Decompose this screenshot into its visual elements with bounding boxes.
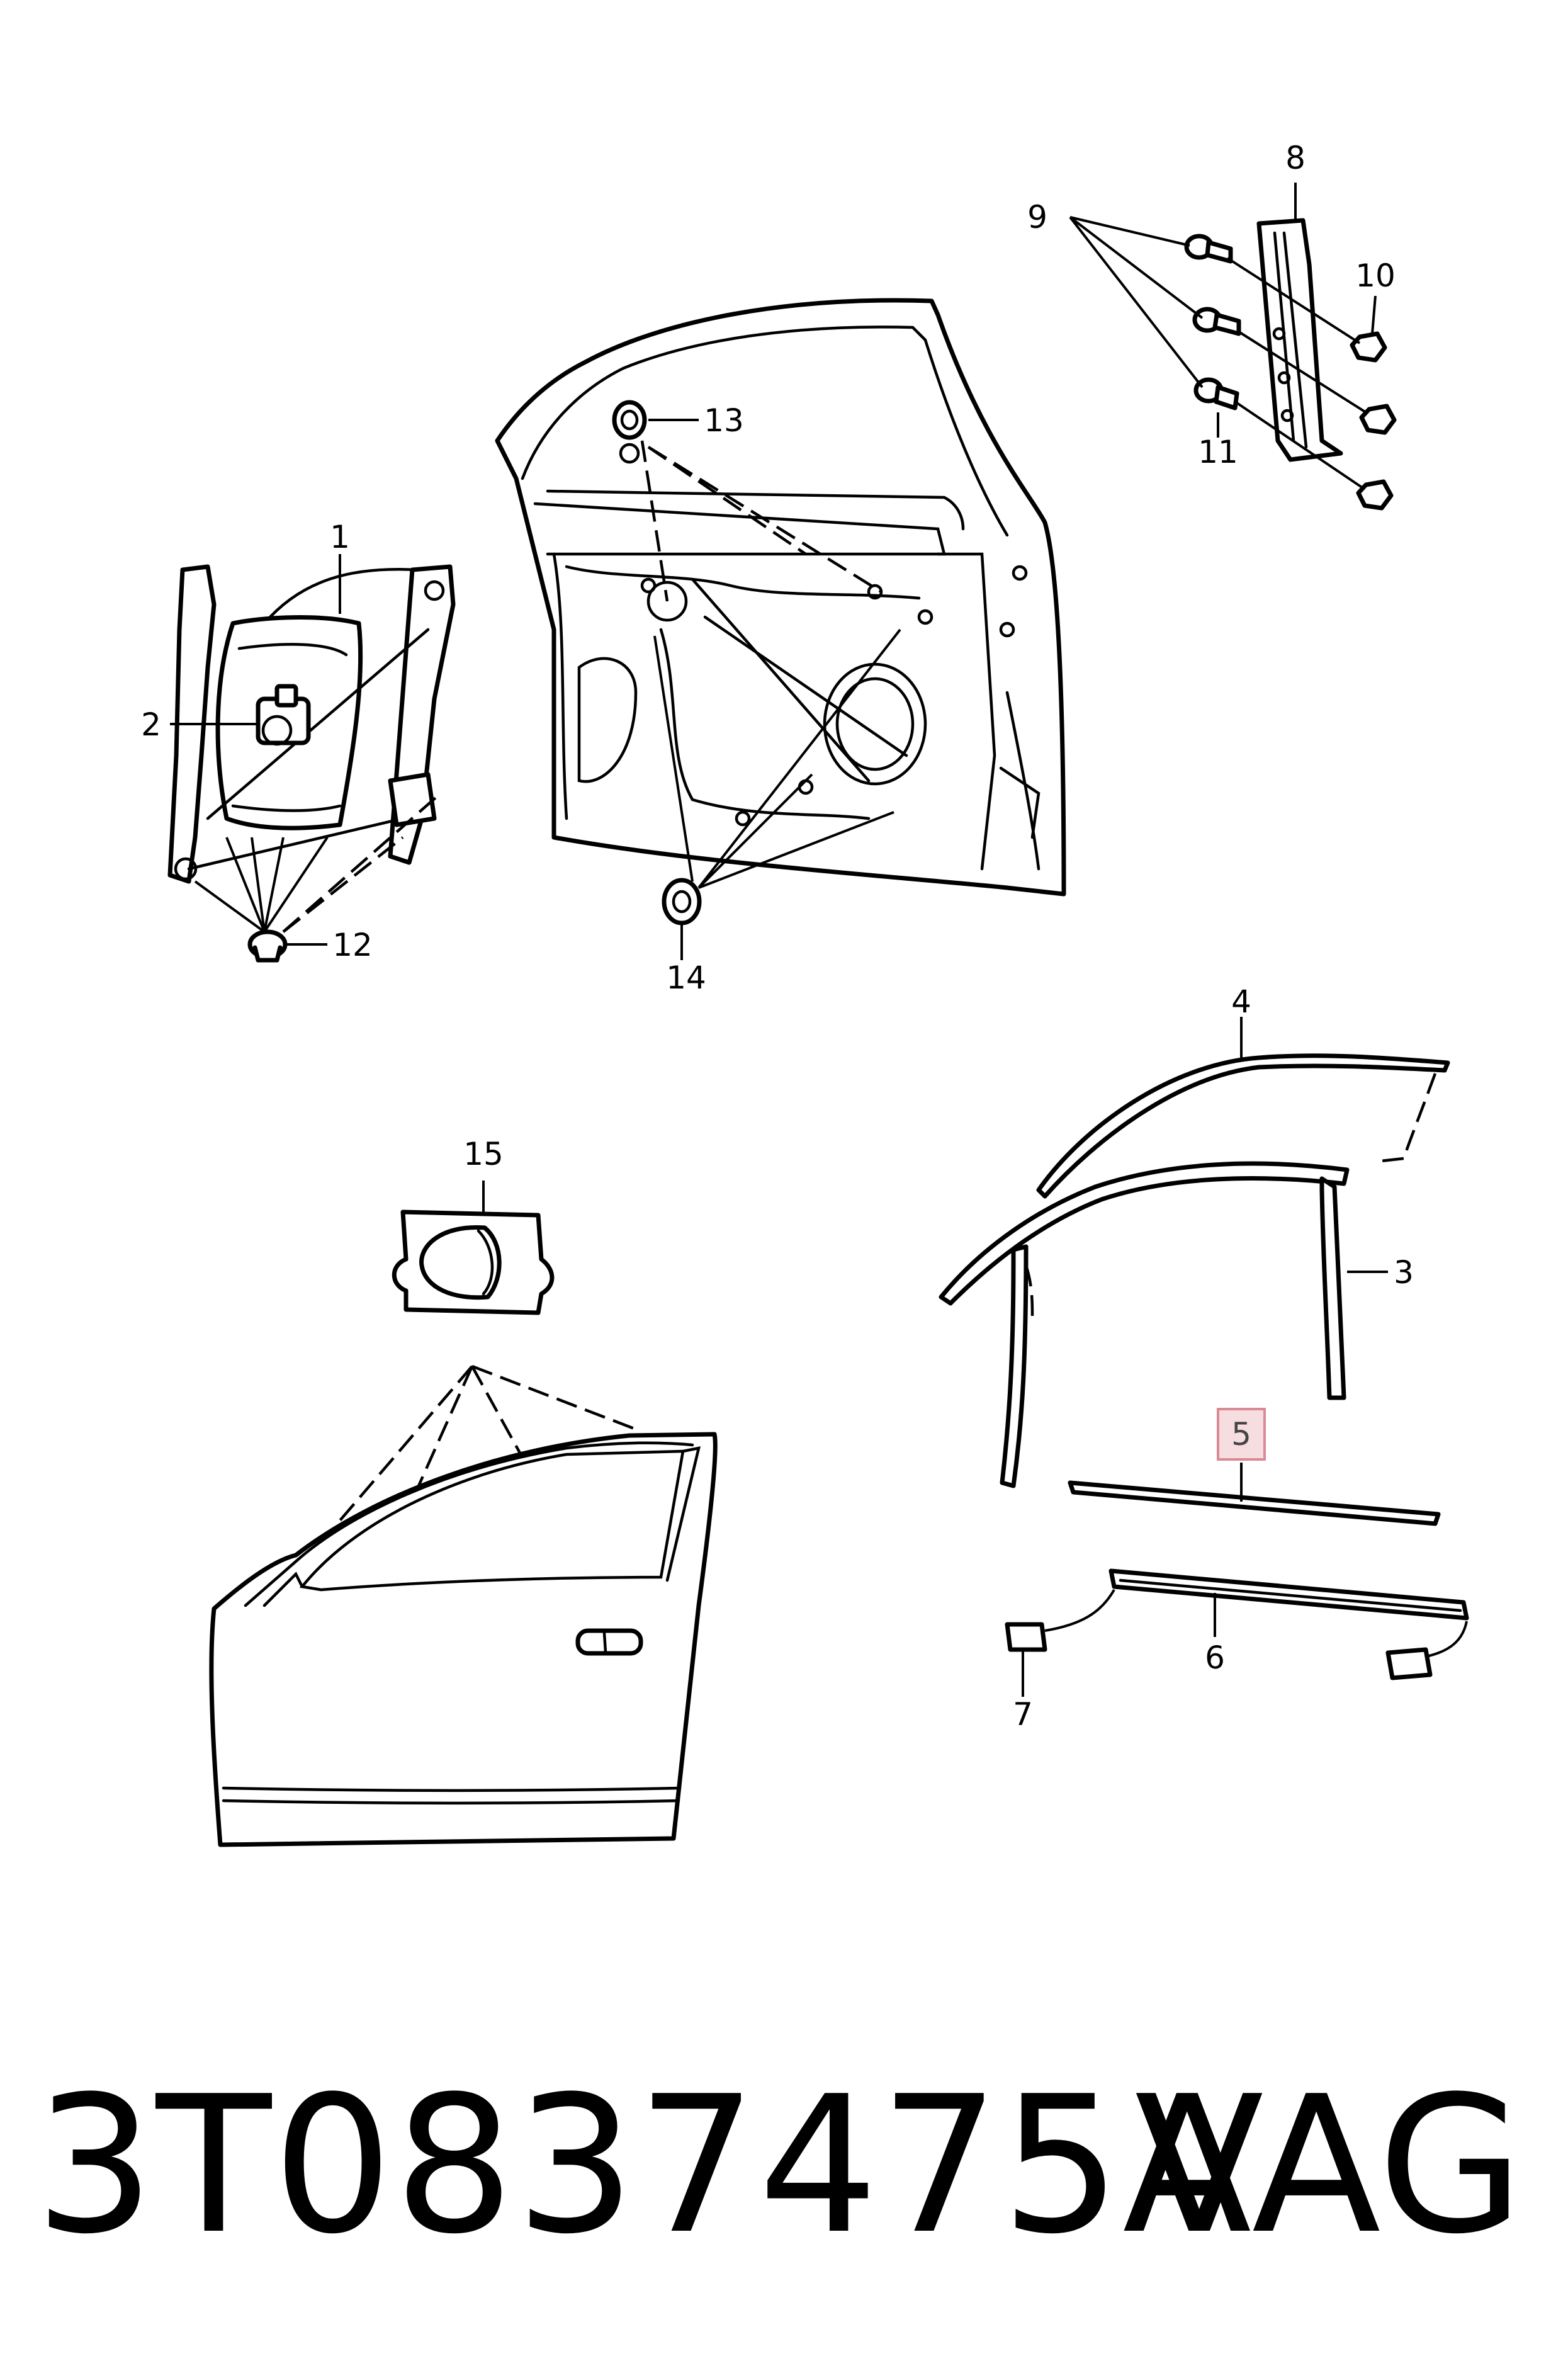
callout-6: 6 <box>1205 1640 1225 1676</box>
callout-7: 7 <box>1013 1696 1033 1733</box>
seal-3-drawing <box>939 1161 1350 1488</box>
leader-10-lines <box>1226 257 1367 489</box>
callout-8: 8 <box>1285 140 1306 176</box>
window-regulator-drawing <box>167 564 456 884</box>
leader-13-dashed <box>640 440 883 602</box>
callout-3: 3 <box>1394 1254 1414 1291</box>
handle-trim-15-drawing <box>392 1209 555 1315</box>
seal-5-drawing <box>1068 1480 1441 1526</box>
leader-7-lines <box>1044 1589 1468 1657</box>
callout-2: 2 <box>141 706 161 743</box>
callout-10: 10 <box>1355 258 1396 294</box>
callout-11: 11 <box>1198 434 1238 470</box>
callout-9: 9 <box>1027 199 1047 235</box>
screw-9-icon <box>1184 234 1241 336</box>
leader-9-lines <box>1069 216 1204 388</box>
callout-12: 12 <box>332 927 373 963</box>
grommet-14-icon <box>662 878 702 926</box>
callout-15: 15 <box>463 1136 504 1172</box>
callout-5-highlight-box <box>1217 1408 1266 1461</box>
leader-door-dashed <box>339 1364 636 1522</box>
callout-13: 13 <box>704 402 744 439</box>
seal-4-drawing <box>1036 1053 1450 1199</box>
callout-14: 14 <box>666 960 706 996</box>
callout-4: 4 <box>1231 983 1251 1020</box>
leader-12-lines <box>194 836 329 933</box>
leader-12-dashed <box>282 792 442 933</box>
seal-6-drawing <box>1108 1568 1469 1621</box>
callout-5: 5 <box>1231 1416 1251 1453</box>
brand-name: VAG <box>1134 2056 1524 2275</box>
door-outer-panel-drawing <box>209 1432 718 1847</box>
screw-11-icon <box>1193 377 1239 411</box>
rivet-12-icon <box>247 929 288 963</box>
nut-10-icon <box>1350 331 1397 511</box>
motor-2-drawing <box>256 684 311 746</box>
leader-10-line <box>1371 295 1377 334</box>
footer: 3T0837475A VAG <box>0 2071 1568 2260</box>
leader-14-lines <box>653 628 901 889</box>
door-shell-drawing <box>495 298 1066 897</box>
callout-1: 1 <box>330 519 350 555</box>
grommet-13-icon <box>612 400 647 440</box>
part-number: 3T0837475A <box>35 2056 1253 2275</box>
b-pillar-trim-drawing <box>1256 218 1343 462</box>
end-cap-7-icon <box>1005 1622 1433 1680</box>
